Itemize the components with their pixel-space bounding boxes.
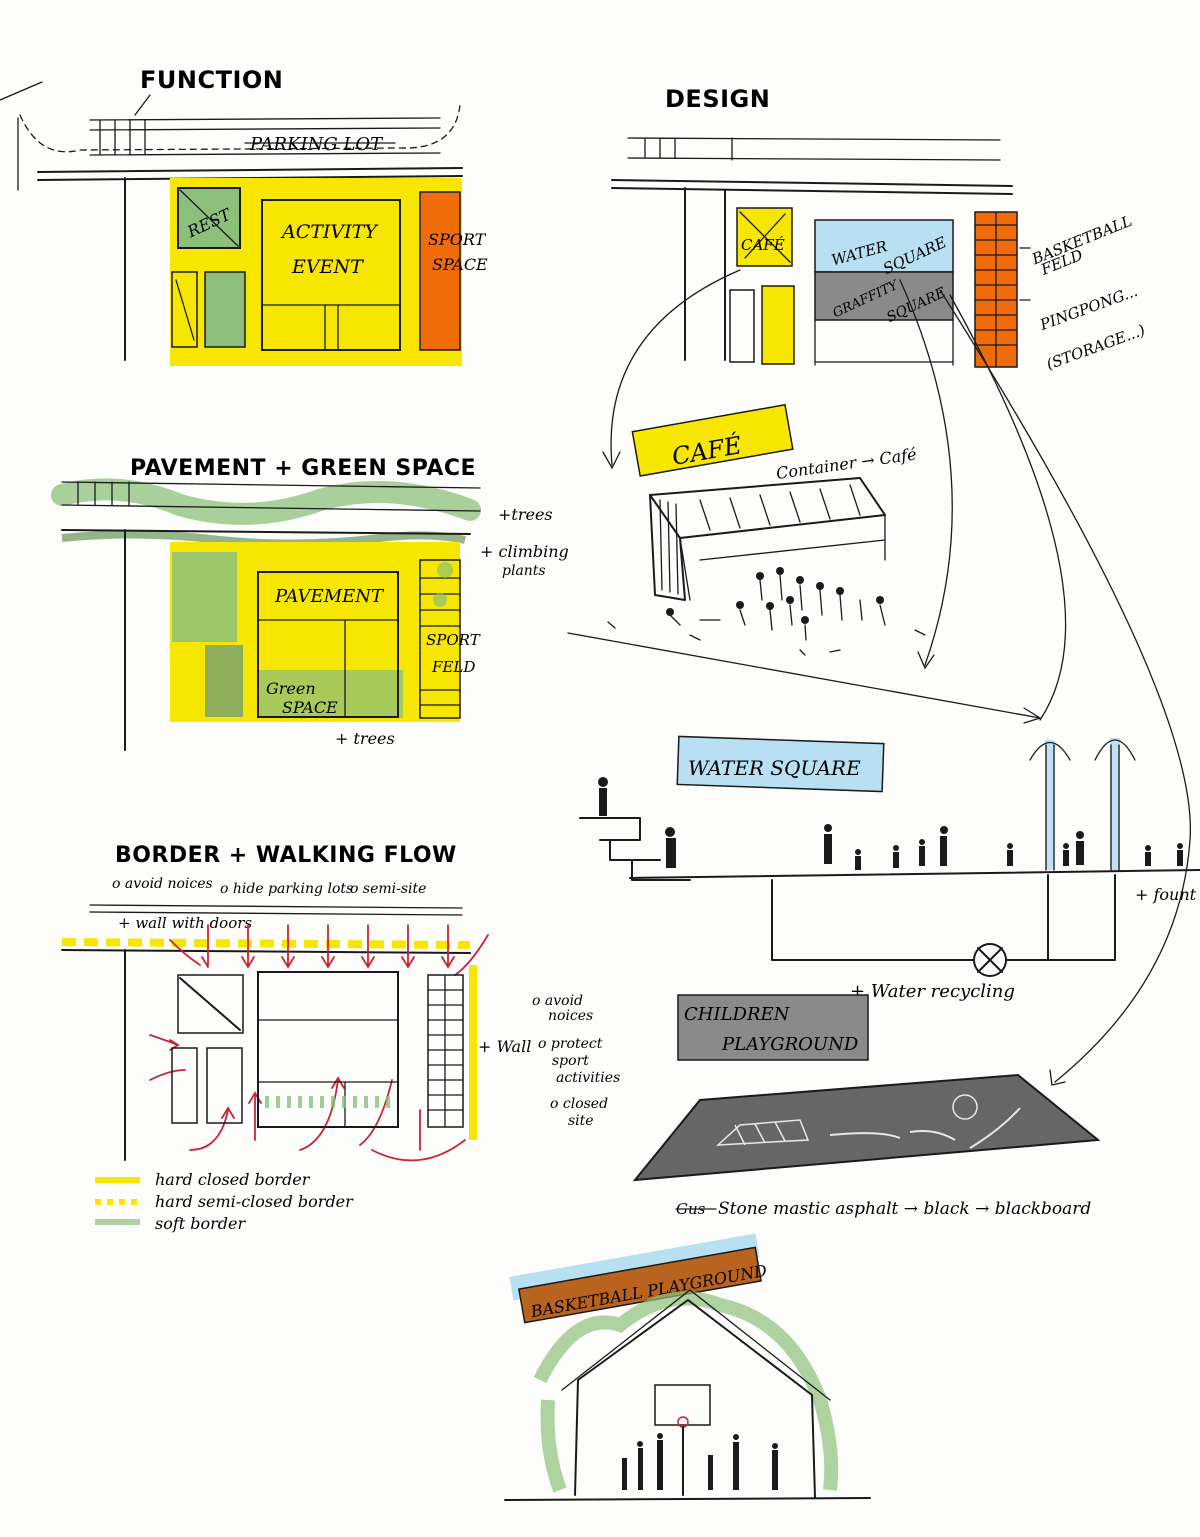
border-note-3: o semi-site — [350, 881, 426, 897]
side-note-3: o protect — [538, 1036, 603, 1052]
cafe-sketch: CAFÉ Container → Café — [607, 403, 926, 656]
fountain-label: + fount — [1135, 885, 1197, 904]
function-section: FUNCTION PARKING LOT REST ACTIVITY EVENT… — [0, 66, 488, 366]
recycling-label: + Water recycling — [850, 981, 1015, 1002]
trees-bottom-label: + trees — [335, 729, 395, 748]
pavement-label: PAVEMENT — [274, 586, 385, 607]
children-sign — [677, 994, 869, 1061]
border-center-block — [257, 971, 399, 1128]
trees-top-label: +trees — [498, 505, 553, 524]
material-note: Stone mastic asphalt → black → blackboar… — [718, 1199, 1091, 1219]
activity-label: ACTIVITY — [280, 221, 379, 243]
water-square-sign — [676, 735, 885, 793]
climbing-label: + climbing — [480, 542, 569, 561]
pavement-section: PAVEMENT + GREEN SPACE +trees + climbing… — [51, 456, 569, 751]
event-label: EVENT — [291, 256, 364, 278]
side-note-4: sport — [552, 1053, 589, 1069]
green-space-area — [258, 670, 403, 718]
border-title: BORDER + WALKING FLOW — [115, 843, 457, 868]
wall-label: + Wall — [478, 1037, 531, 1056]
design-title: DESIGN — [665, 85, 770, 113]
space-label-green: SPACE — [282, 698, 338, 717]
wall-doors-label: + wall with doors — [118, 914, 252, 932]
legend-hard-closed: hard closed border — [155, 1170, 311, 1189]
border-legend: hard closed border hard semi-closed bord… — [95, 1170, 354, 1233]
side-note-1: o avoid — [532, 993, 583, 1009]
pavement-title: PAVEMENT + GREEN SPACE — [130, 456, 476, 481]
green-strip-lower — [205, 645, 243, 717]
border-section: BORDER + WALKING FLOW o avoid noices o h… — [61, 843, 620, 1233]
storage-label: (STORAGE...) — [1044, 321, 1148, 373]
side-note-5: activities — [556, 1070, 620, 1086]
side-note-6: o closed — [550, 1096, 608, 1112]
basketball-sign — [518, 1246, 762, 1324]
plants-label: plants — [502, 563, 546, 579]
playground-label: PLAYGROUND — [721, 1034, 859, 1055]
connector-arrows — [567, 269, 1192, 1086]
function-title: FUNCTION — [140, 66, 283, 94]
parking-label: PARKING LOT — [249, 134, 384, 155]
sport-space-area — [419, 191, 461, 351]
legend-soft: soft border — [155, 1214, 247, 1233]
water-square-area — [814, 219, 954, 273]
activity-area — [261, 199, 401, 351]
legend-semi-closed: hard semi-closed border — [155, 1192, 354, 1211]
feld-label: FELD — [431, 658, 475, 676]
border-note-2: o hide parking lots — [220, 881, 353, 897]
rest-area-lower — [204, 271, 246, 348]
side-note-2: noices — [548, 1008, 593, 1024]
border-note-1: o avoid noices — [112, 876, 213, 892]
design-section: DESIGN CAFÉ WATER SQUARE GRAFFITY SQUARE… — [611, 85, 1148, 373]
space-label: SPACE — [432, 255, 488, 274]
sport-label: SPORT — [428, 230, 487, 249]
design-cafe-label: CAFÉ — [741, 236, 785, 254]
children-playground: CHILDREN PLAYGROUND Gus Stone mastic asp… — [632, 994, 1101, 1219]
water-square-label: WATER SQUARE — [688, 756, 861, 780]
green-strip-left — [172, 552, 237, 642]
cafe-sign — [631, 403, 794, 477]
basketball-playground: BASKETBALL PLAYGROUND — [504, 1233, 871, 1501]
sport-field-label: SPORT — [426, 631, 481, 649]
water-square-sketch: WATER SQUARE + fount + Water recy — [579, 735, 1200, 1002]
green-label: Green — [266, 679, 316, 698]
children-label: CHILDREN — [684, 1004, 791, 1025]
asphalt-plane — [632, 1073, 1101, 1182]
side-note-7: site — [568, 1113, 594, 1129]
tree-band — [51, 478, 481, 525]
graffiti-square-area — [814, 271, 954, 321]
container-note: Container → Café — [775, 444, 918, 482]
